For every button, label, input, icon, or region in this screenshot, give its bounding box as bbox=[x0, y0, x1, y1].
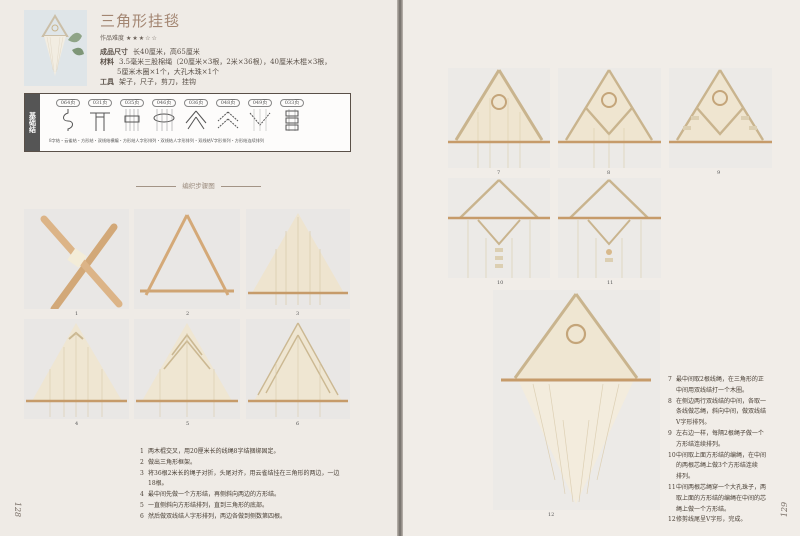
basic-knots-panel: 基础结 064页 031页 035页 046页 036页 048页 049页 bbox=[24, 93, 351, 152]
continuous-square-icon bbox=[285, 109, 299, 131]
knot-names-list: 8字结・云雀结・方形结・双线结横编・方形结人字形排列・双线结人字形排列・双线结V… bbox=[49, 138, 265, 143]
step-line: 排列。 bbox=[676, 473, 695, 481]
knot-square-herringbone: 036页 bbox=[183, 99, 209, 137]
step-line: V字形排列。 bbox=[676, 419, 711, 427]
step-photo-12 bbox=[493, 290, 660, 510]
half-hitch-herringbone-icon bbox=[217, 111, 239, 129]
photo-label-12: 12 bbox=[548, 512, 555, 518]
figure-eight-knot-icon bbox=[63, 109, 73, 131]
step-photo-4 bbox=[24, 319, 129, 419]
step-photo-1 bbox=[24, 209, 129, 309]
knot-figure-eight: 064页 bbox=[55, 99, 81, 137]
photo-label-5: 5 bbox=[186, 421, 190, 427]
photo-label-9: 9 bbox=[717, 170, 721, 176]
step-line: 中间用双线结打一个木圈。 bbox=[676, 386, 749, 394]
photo-label-7: 7 bbox=[497, 170, 501, 176]
difficulty-stars: ★★★☆☆ bbox=[125, 35, 158, 42]
half-hitch-row-icon bbox=[153, 109, 175, 131]
photo-label-3: 3 bbox=[296, 311, 300, 317]
step-line: 取上面的方形结的编绳在中间的芯 bbox=[676, 494, 767, 502]
page-number-right: 129 bbox=[780, 501, 790, 518]
step-line: 11中间两根芯绳穿一个大孔珠子，两 bbox=[668, 483, 767, 491]
finished-piece-photo bbox=[24, 10, 87, 86]
step-photo-3 bbox=[246, 209, 350, 309]
step-line: 的两根芯绳上做3个方形结连续 bbox=[676, 462, 758, 470]
page-number-left: 128 bbox=[13, 501, 23, 518]
photo-label-6: 6 bbox=[296, 421, 300, 427]
difficulty-level: 作品难度 ★★★☆☆ bbox=[100, 33, 158, 42]
step-photo-6 bbox=[246, 319, 350, 419]
step-photo-5 bbox=[134, 319, 240, 419]
step-photo-2 bbox=[134, 209, 240, 309]
basic-knots-tag: 基础结 bbox=[25, 94, 40, 151]
photo-label-2: 2 bbox=[186, 311, 190, 317]
project-title: 三角形挂毯 bbox=[100, 12, 181, 30]
photo-label-1: 1 bbox=[75, 311, 79, 317]
step-photo-9 bbox=[669, 68, 772, 168]
photo-label-8: 8 bbox=[607, 170, 611, 176]
step-line: 10中间取上面方形结的编绳，在中间 bbox=[668, 451, 767, 459]
book-gutter bbox=[397, 0, 403, 536]
square-herringbone-icon bbox=[185, 110, 207, 130]
knot-half-hitch-herringbone: 048页 bbox=[215, 99, 241, 137]
spec-size: 成品尺寸长40厘米，高65厘米 bbox=[100, 47, 200, 56]
step-line: 18根。 bbox=[148, 480, 168, 488]
photo-label-4: 4 bbox=[75, 421, 79, 427]
step-photo-10 bbox=[448, 178, 550, 278]
knot-double-half-hitch: 046页 bbox=[151, 99, 177, 137]
right-page: 7 8 9 10 11 bbox=[403, 0, 800, 536]
knot-square: 035页 bbox=[119, 99, 145, 137]
step-photo-11 bbox=[558, 178, 661, 278]
section-heading: 编织步骤图 bbox=[0, 180, 397, 190]
step-line: 12修剪线尾呈V字形，完成。 bbox=[668, 516, 747, 524]
step-line: 方形结连续排列。 bbox=[676, 440, 725, 448]
step-photo-8 bbox=[558, 68, 661, 168]
larks-head-knot-icon bbox=[90, 112, 110, 131]
knot-half-hitch-v: 049页 bbox=[247, 99, 273, 137]
knot-larks-head: 031页 bbox=[87, 99, 113, 137]
step-photo-7 bbox=[448, 68, 550, 168]
step-line: 条线做芯绳，斜向中间，做双线结 bbox=[676, 408, 767, 416]
half-hitch-v-icon bbox=[249, 109, 271, 131]
photo-label-11: 11 bbox=[607, 280, 614, 286]
step-line: 绳上做一个方形结。 bbox=[676, 505, 731, 513]
square-knot-icon bbox=[124, 109, 140, 131]
spec-materials-cont: 5厘米木圈×1个，大孔木珠×1个 bbox=[117, 68, 220, 76]
spec-tools: 工具架子，尺子，剪刀，挂钩 bbox=[100, 77, 196, 86]
difficulty-label: 作品难度 bbox=[100, 35, 125, 42]
photo-label-10: 10 bbox=[497, 280, 504, 286]
knot-continuous-square: 033页 bbox=[279, 99, 305, 137]
